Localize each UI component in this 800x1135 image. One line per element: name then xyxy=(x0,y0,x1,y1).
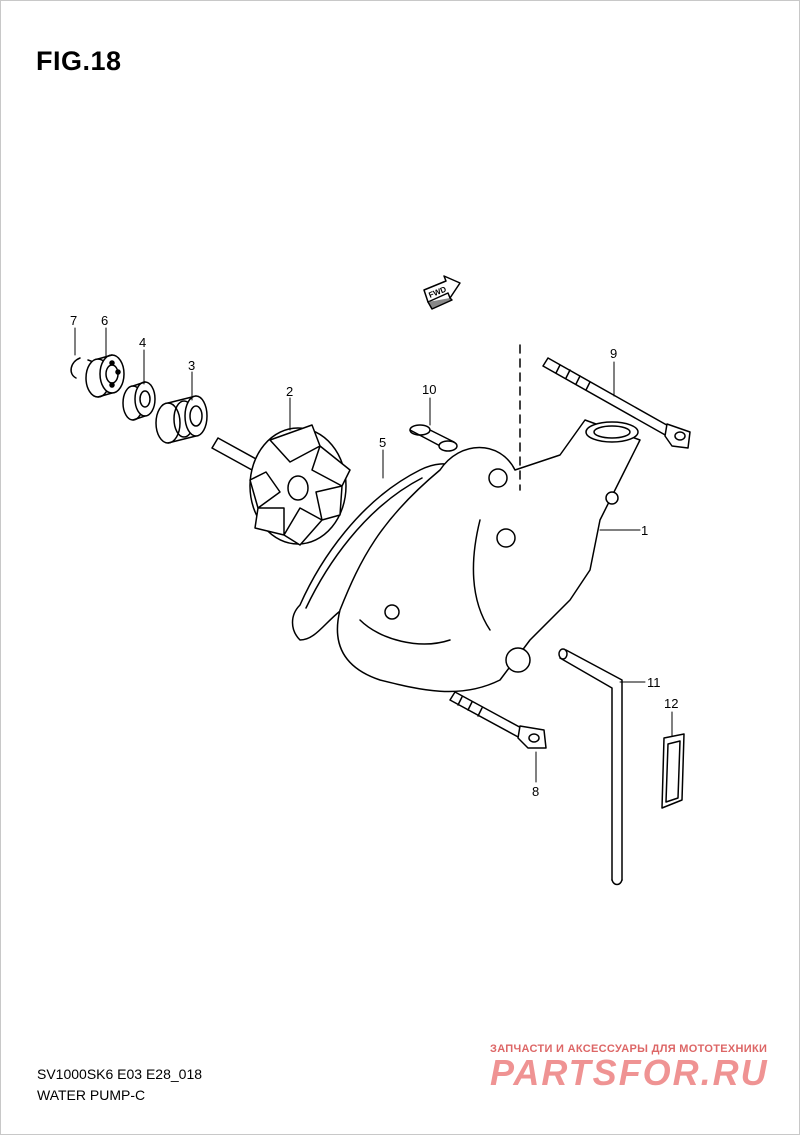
pump-body-part-1[interactable] xyxy=(336,344,641,693)
callout-11: 11 xyxy=(647,675,661,690)
clamp-part-12[interactable] xyxy=(661,733,685,809)
leader-lines xyxy=(74,327,673,783)
callout-12: 12 xyxy=(664,696,678,711)
watermark-tagline: ЗАПЧАСТИ И АКСЕССУАРЫ ДЛЯ МОТОТЕХНИКИ xyxy=(490,1043,768,1055)
fwd-arrow-icon: FWD xyxy=(423,275,461,310)
diagram-name: WATER PUMP-C xyxy=(37,1087,146,1103)
diagram-code: SV1000SK6 E03 E28_018 xyxy=(37,1066,203,1082)
callout-6: 6 xyxy=(101,313,108,328)
callout-8: 8 xyxy=(532,784,539,799)
callout-1: 1 xyxy=(641,523,648,538)
oil-seal-part-4[interactable] xyxy=(122,381,156,421)
callout-5: 5 xyxy=(379,435,386,450)
callout-2: 2 xyxy=(286,384,293,399)
callout-9: 9 xyxy=(610,346,617,361)
callout-4: 4 xyxy=(139,335,146,350)
mechanical-seal-part-3[interactable] xyxy=(155,395,208,444)
callout-7: 7 xyxy=(70,313,77,328)
callout-10: 10 xyxy=(422,382,436,397)
bolt-part-8[interactable] xyxy=(449,691,547,749)
impeller-part-2[interactable] xyxy=(211,424,351,546)
watermark-brand: PARTSFOR.RU xyxy=(490,1052,769,1093)
dowel-pin-part-10[interactable] xyxy=(409,424,458,452)
figure-title: FIG.18 xyxy=(36,46,122,76)
bearing-part-6[interactable] xyxy=(85,354,125,398)
callout-3: 3 xyxy=(188,358,195,373)
hose-part-11[interactable] xyxy=(558,648,623,886)
bolt-part-9[interactable] xyxy=(542,357,691,449)
